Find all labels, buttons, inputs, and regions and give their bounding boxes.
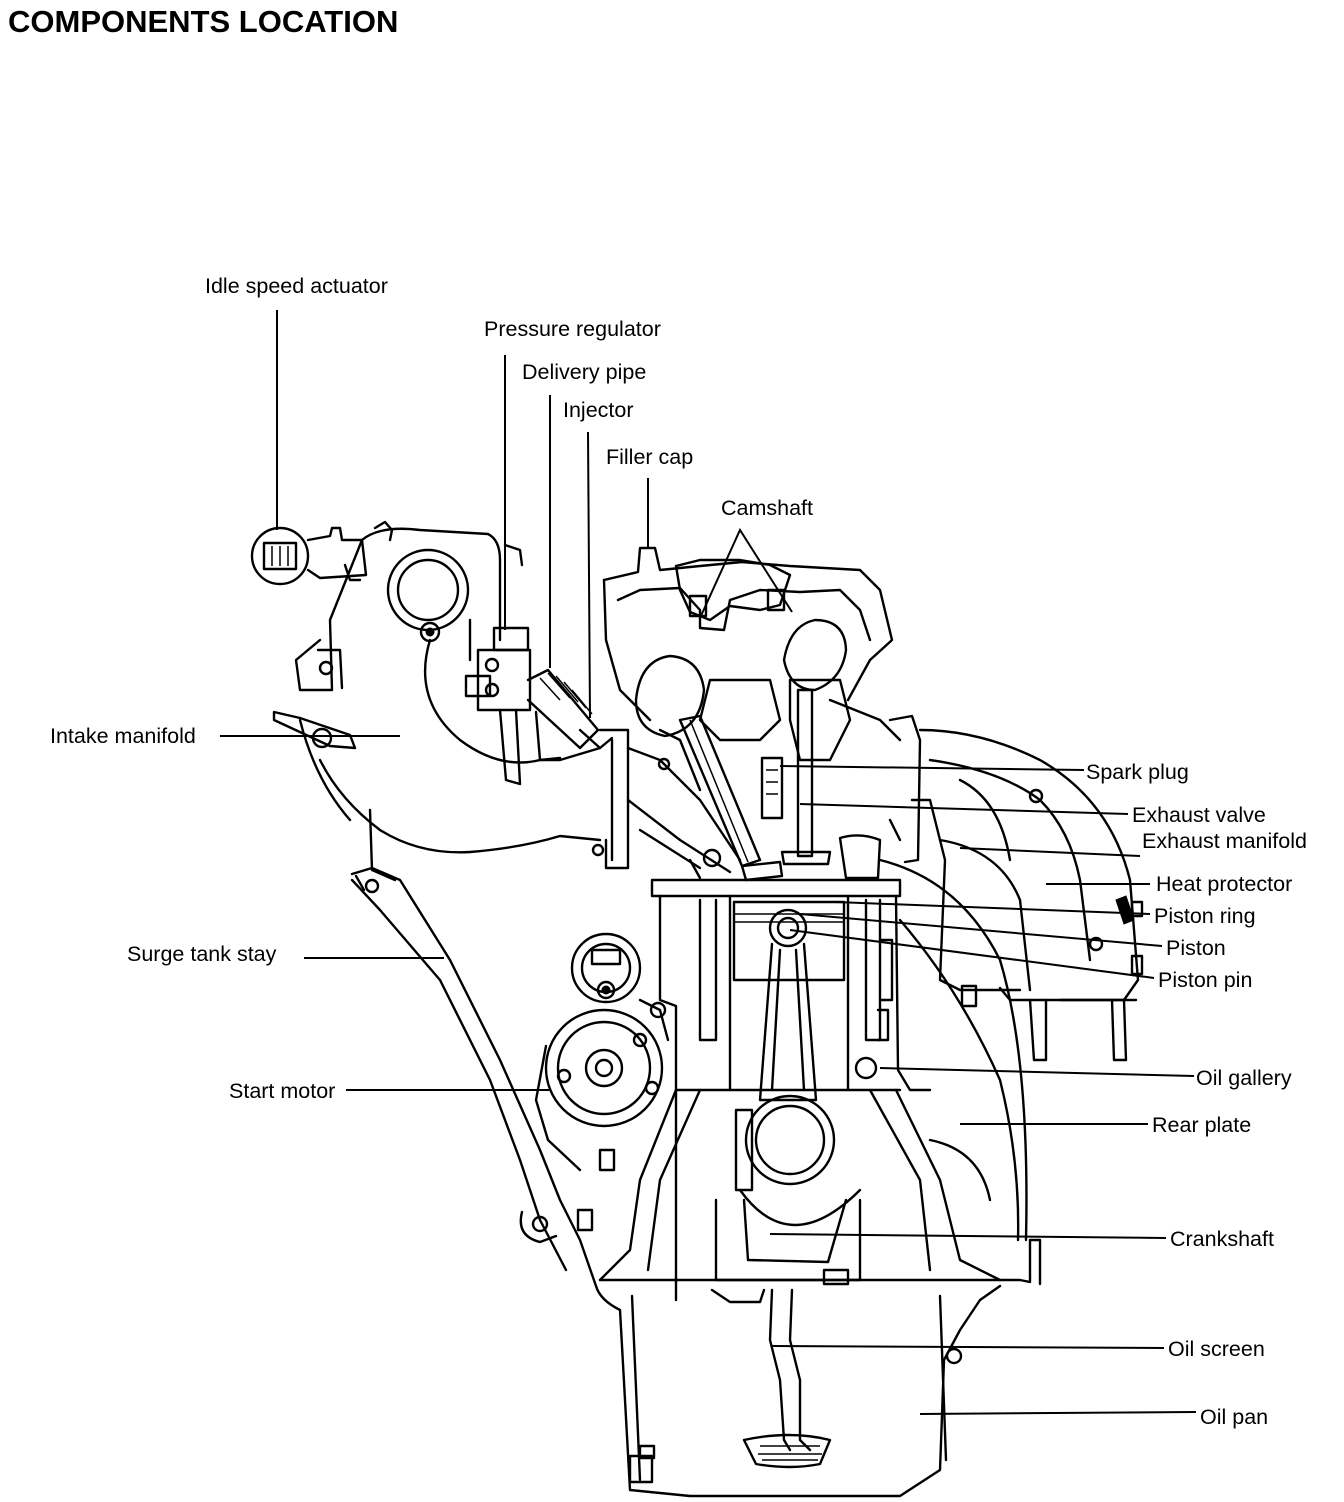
label-camshaft: Camshaft <box>721 496 813 520</box>
cylinder-block-part <box>576 818 1042 1302</box>
label-oil-screen: Oil screen <box>1168 1337 1265 1361</box>
leader-exhaust-manifold <box>959 847 1141 857</box>
leader-oil-screen <box>771 1345 1165 1349</box>
leader-piston-pin <box>789 929 1155 979</box>
label-pressure-regulator: Pressure regulator <box>484 317 661 341</box>
component-labels: Idle speed actuator Pressure regulator D… <box>50 274 1307 1429</box>
surge-tank-stay-part <box>350 866 598 1288</box>
leader-oil-pan <box>919 1411 1197 1415</box>
throttle-body-part <box>294 527 524 692</box>
valve-train-part <box>657 688 902 882</box>
rear-plate-part <box>878 858 1028 1242</box>
label-start-motor: Start motor <box>229 1079 335 1103</box>
label-piston-pin: Piston pin <box>1158 968 1252 992</box>
engine-drawing <box>250 520 1144 1498</box>
idle-speed-actuator-part <box>250 520 394 586</box>
label-piston-ring: Piston ring <box>1154 904 1256 928</box>
fuel-system-part <box>464 626 614 786</box>
start-motor-part <box>534 932 670 1172</box>
label-surge-tank-stay: Surge tank stay <box>127 942 277 966</box>
label-oil-gallery: Oil gallery <box>1196 1066 1292 1090</box>
oil-pan-part <box>594 1284 1002 1498</box>
label-delivery-pipe: Delivery pipe <box>522 360 646 384</box>
leader-piston-ring <box>835 901 1151 915</box>
leader-camshaft <box>699 527 793 619</box>
label-crankshaft: Crankshaft <box>1170 1227 1274 1251</box>
label-rear-plate: Rear plate <box>1152 1113 1251 1137</box>
label-injector: Injector <box>563 398 634 422</box>
label-exhaust-manifold: Exhaust manifold <box>1142 829 1307 853</box>
leader-crankshaft <box>769 1233 1167 1239</box>
label-oil-pan: Oil pan <box>1200 1405 1268 1429</box>
label-intake-manifold: Intake manifold <box>50 724 196 748</box>
label-heat-protector: Heat protector <box>1156 872 1292 896</box>
label-idle-speed-actuator: Idle speed actuator <box>205 274 388 298</box>
label-exhaust-valve: Exhaust valve <box>1132 803 1266 827</box>
leader-spark-plug <box>779 765 1085 771</box>
cylinder-head-part <box>602 546 894 762</box>
label-filler-cap: Filler cap <box>606 445 693 469</box>
leader-injector <box>587 431 591 719</box>
page-title: COMPONENTS LOCATION <box>8 4 398 39</box>
leader-piston <box>799 913 1163 947</box>
leader-lines <box>220 310 1197 1415</box>
label-spark-plug: Spark plug <box>1086 760 1189 784</box>
leader-exhaust-valve <box>799 803 1129 815</box>
leader-oil-gallery <box>879 1067 1195 1077</box>
intake-manifold-part <box>272 638 742 882</box>
label-piston: Piston <box>1166 936 1226 960</box>
